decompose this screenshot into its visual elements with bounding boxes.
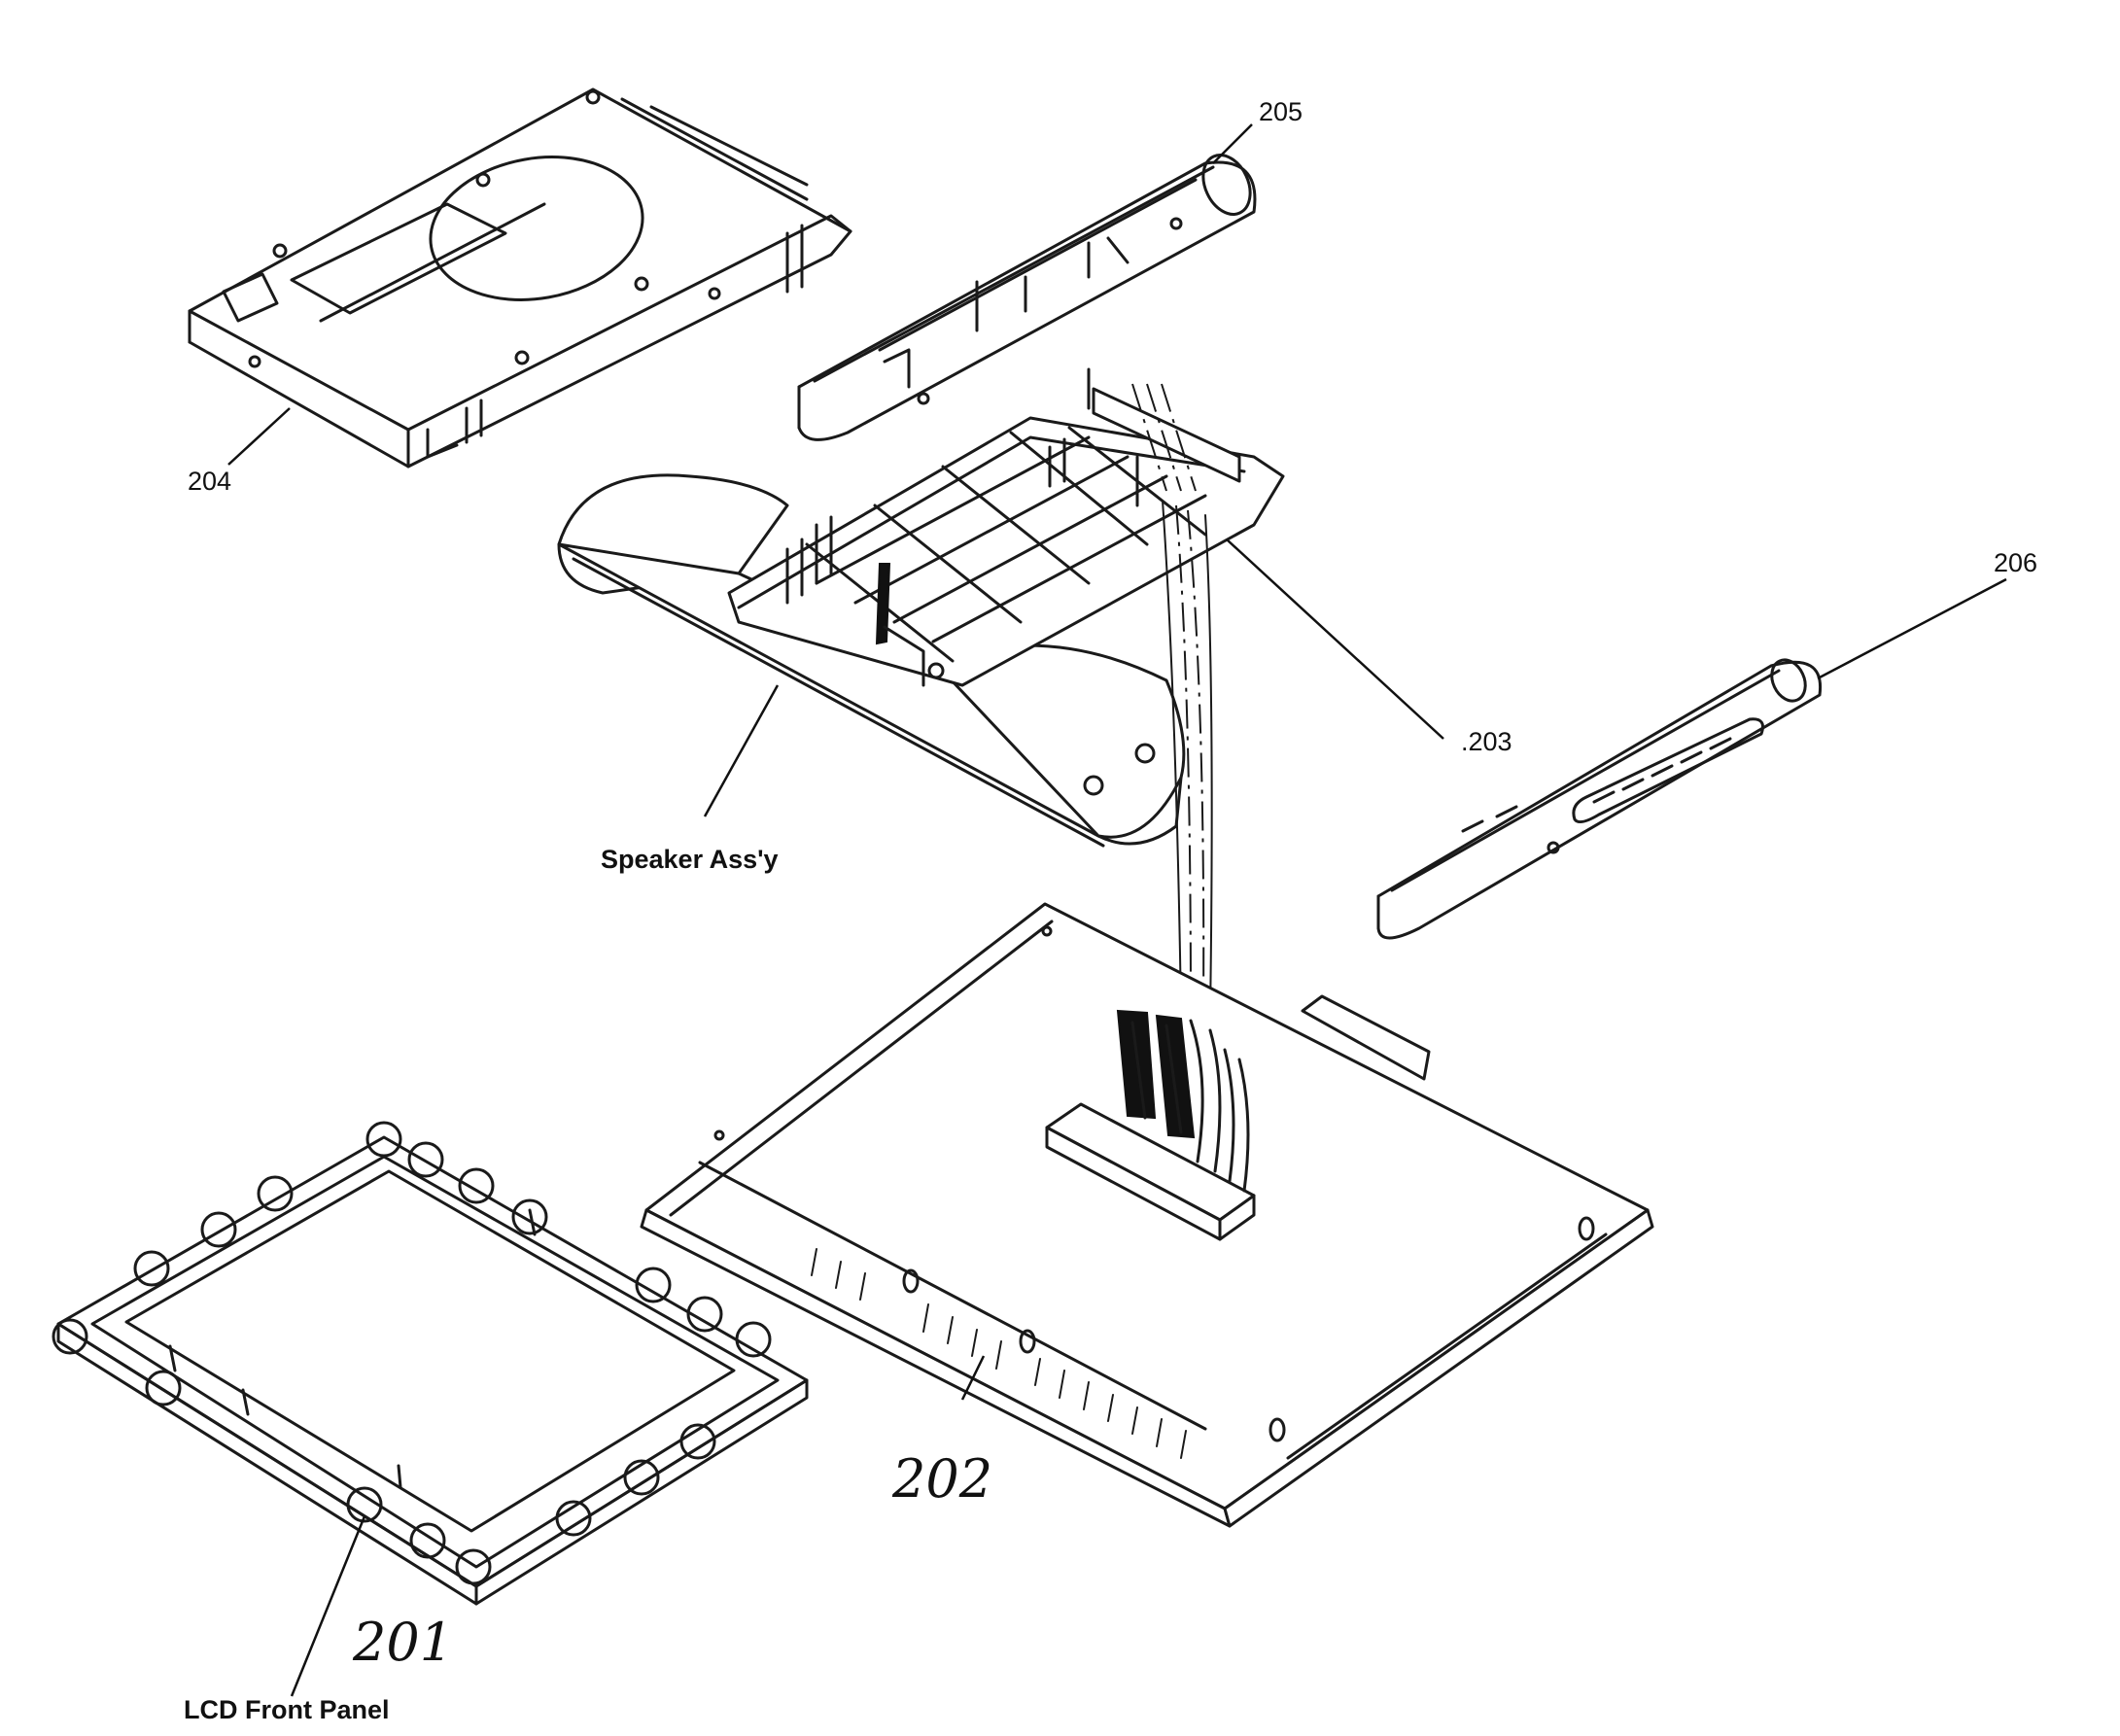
part-206-side-cover (1376, 658, 1823, 940)
leader-speaker (703, 684, 780, 817)
label-202: 202 (891, 1448, 992, 1510)
label-203: .203 (1461, 727, 1512, 756)
leader-203 (1226, 538, 1444, 740)
label-201: 201 (352, 1612, 453, 1673)
leader-201 (290, 1515, 366, 1697)
part-205-side-cover (797, 154, 1257, 441)
label-lcd-front-panel: LCD Front Panel (184, 1695, 390, 1724)
leader-206 (1817, 577, 2007, 680)
label-speaker: Speaker Ass'y (601, 845, 779, 874)
wire-harness (1131, 383, 1213, 1017)
leader-202 (960, 1355, 986, 1401)
label-204: 204 (188, 467, 231, 496)
part-201-lcd-front-panel (52, 1121, 809, 1606)
part-202-lcd-module (640, 902, 1654, 1528)
leader-205 (1212, 123, 1253, 164)
label-206: 206 (1994, 548, 2037, 577)
label-205: 205 (1259, 97, 1303, 126)
bezel-bosses (52, 1121, 772, 1585)
speaker-assembly (557, 367, 1285, 848)
part-204-rear-bracket (188, 87, 852, 469)
leader-204 (227, 407, 291, 466)
